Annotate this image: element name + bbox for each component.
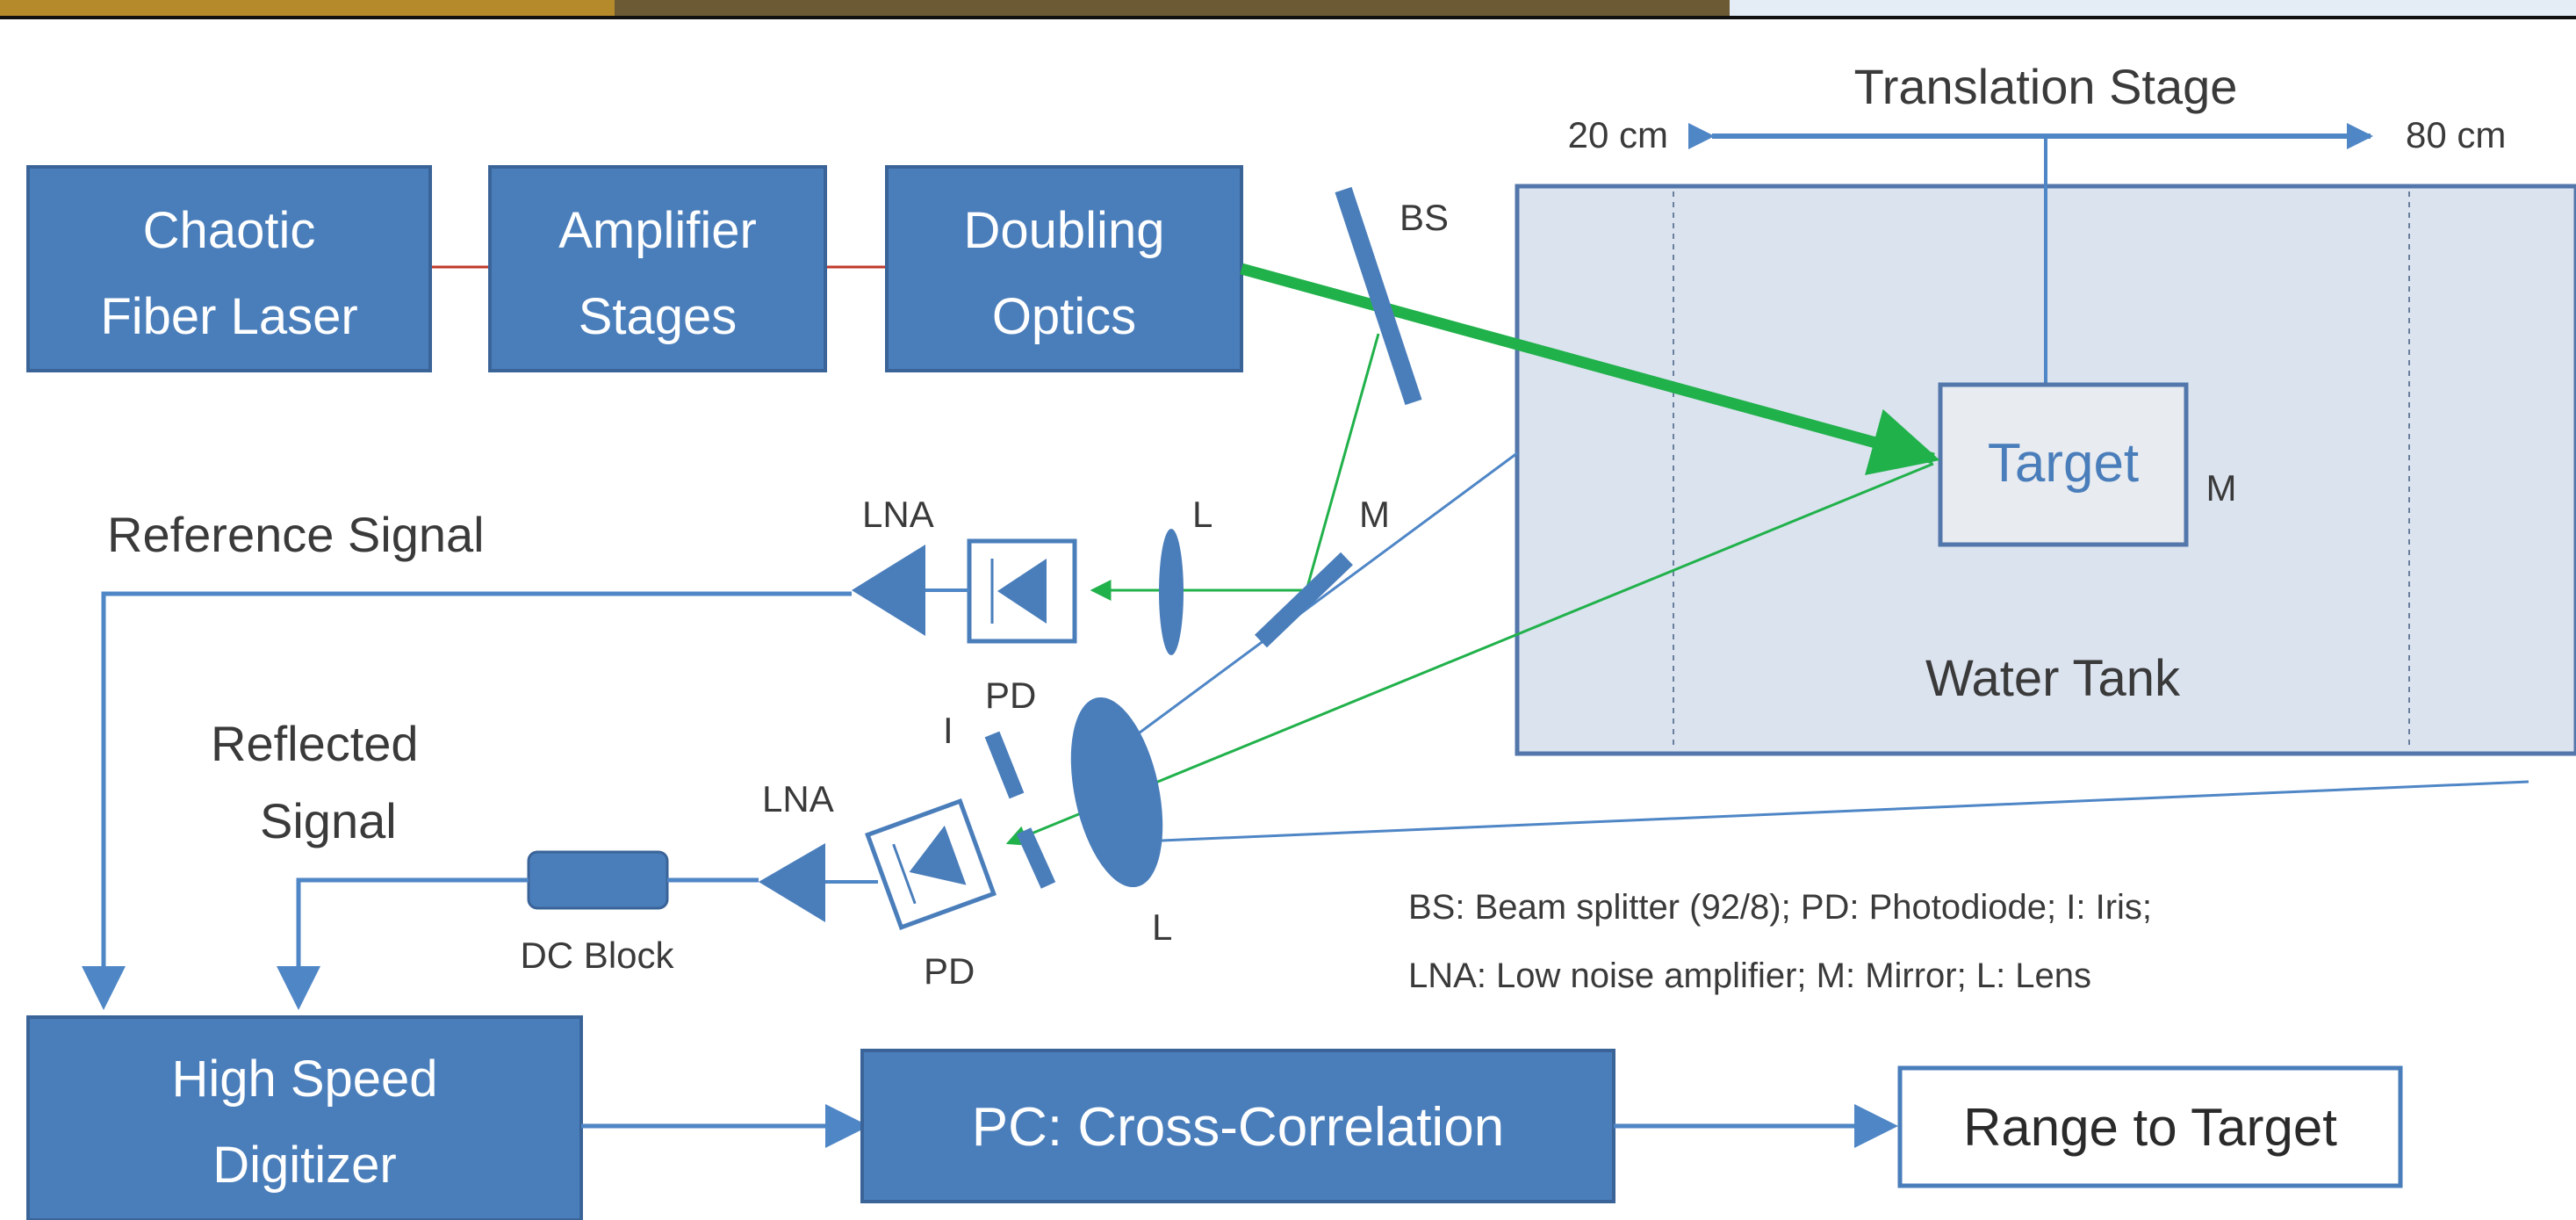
tank-label: Water Tank [1925,650,2181,707]
photodiode-top-symbol [997,559,1047,624]
target-label: Target [1988,433,2139,494]
stage-right-label: 80 cm [2406,114,2506,155]
legend-line1: BS: Beam splitter (92/8); PD: Photodiode… [1408,888,2152,927]
iris-lower [1016,827,1056,889]
pd-top-label: PD [985,675,1036,716]
lens-bottom-label: L [1152,906,1172,948]
target: Target M [1938,382,2237,547]
top-strip-graphic [0,0,2576,19]
bs-label: BS [1400,197,1449,238]
reflected-detector: PD LNA DC Block Reflected Signal [211,716,997,1010]
translation-stage: Translation Stage 20 cm 80 cm [1568,59,2506,385]
reflected-signal-line2: Signal [260,793,397,848]
pd-bottom-label: PD [924,950,975,992]
doubling-rect [885,165,1243,372]
processing-chain: High Speed Digitizer PC: Cross-Correlati… [26,1015,2403,1220]
amplifier-rect [488,165,827,372]
pc-label: PC: Cross-Correlation [972,1097,1504,1158]
lens-top [1159,529,1184,655]
chaotic-laser-box: Chaotic Fiber Laser [26,165,432,372]
chaotic-laser-line1: Chaotic [143,202,316,259]
range-box [1897,1065,2403,1188]
strip-photo-left [0,0,615,19]
lna-top [852,545,925,636]
stage-title: Translation Stage [1854,59,2238,114]
chaotic-laser-line2: Fiber Laser [100,288,357,345]
lna-top-label: LNA [862,494,934,535]
lna-bottom [759,843,825,922]
amplifier-line1: Amplifier [558,202,757,259]
digitizer-box [26,1015,583,1220]
pickoff-mirror [1255,552,1353,648]
reference-detector: PD LNA Reference Signal [82,494,1077,1010]
beam-splitter [1335,186,1422,406]
legend-line2: LNA: Low noise amplifier; M: Mirror; L: … [1408,957,2091,995]
photodiode-bottom [865,798,997,930]
target-box [1938,382,2189,547]
return-beam [1005,462,1934,846]
dc-block [527,850,669,910]
reflected-signal-line1: Reflected [211,716,419,771]
fov-lower [1140,780,2529,843]
reference-signal-label: Reference Signal [107,507,485,562]
doubling-line1: Doubling [964,202,1165,259]
collection-lens [1070,697,1163,888]
strip-photo-right [1730,0,2576,19]
photodiode-bottom-symbol [909,825,967,885]
digitizer-line2: Digitizer [212,1137,397,1194]
iris-label: I [943,710,953,751]
chaotic-laser-rect [26,165,432,372]
reflected-signal-path [277,877,529,1010]
laser-chain: Chaotic Fiber Laser Amplifier Stages Dou… [26,165,1243,372]
strip-photo-middle [615,0,1730,19]
digitizer-line1: High Speed [171,1050,437,1108]
main-beam [1240,263,1940,476]
reference-signal-path [82,591,852,1010]
target-mirror-label: M [2206,467,2237,509]
doubling-line2: Optics [992,288,1136,345]
lna-bottom-label: LNA [762,778,834,819]
amplifier-box: Amplifier Stages [488,165,827,372]
legend: BS: Beam splitter (92/8); PD: Photodiode… [1408,888,2152,995]
beam-paths [1005,263,2529,846]
range-label: Range to Target [1963,1098,2337,1157]
pc-box [860,1049,1615,1203]
stage-left-label: 20 cm [1568,114,1668,155]
iris-upper [984,731,1025,799]
strip-border [0,16,2576,19]
top-image-strip [0,0,2576,19]
doubling-box: Doubling Optics [885,165,1243,372]
amplifier-line2: Stages [579,288,738,345]
fov-upper [1132,451,1518,740]
lens-top-label: L [1192,494,1212,535]
mirror-label: M [1359,494,1390,535]
optics: BS M L I L [943,186,1449,948]
photodiode-bottom-bar [892,843,917,905]
dc-block-label: DC Block [520,935,674,976]
